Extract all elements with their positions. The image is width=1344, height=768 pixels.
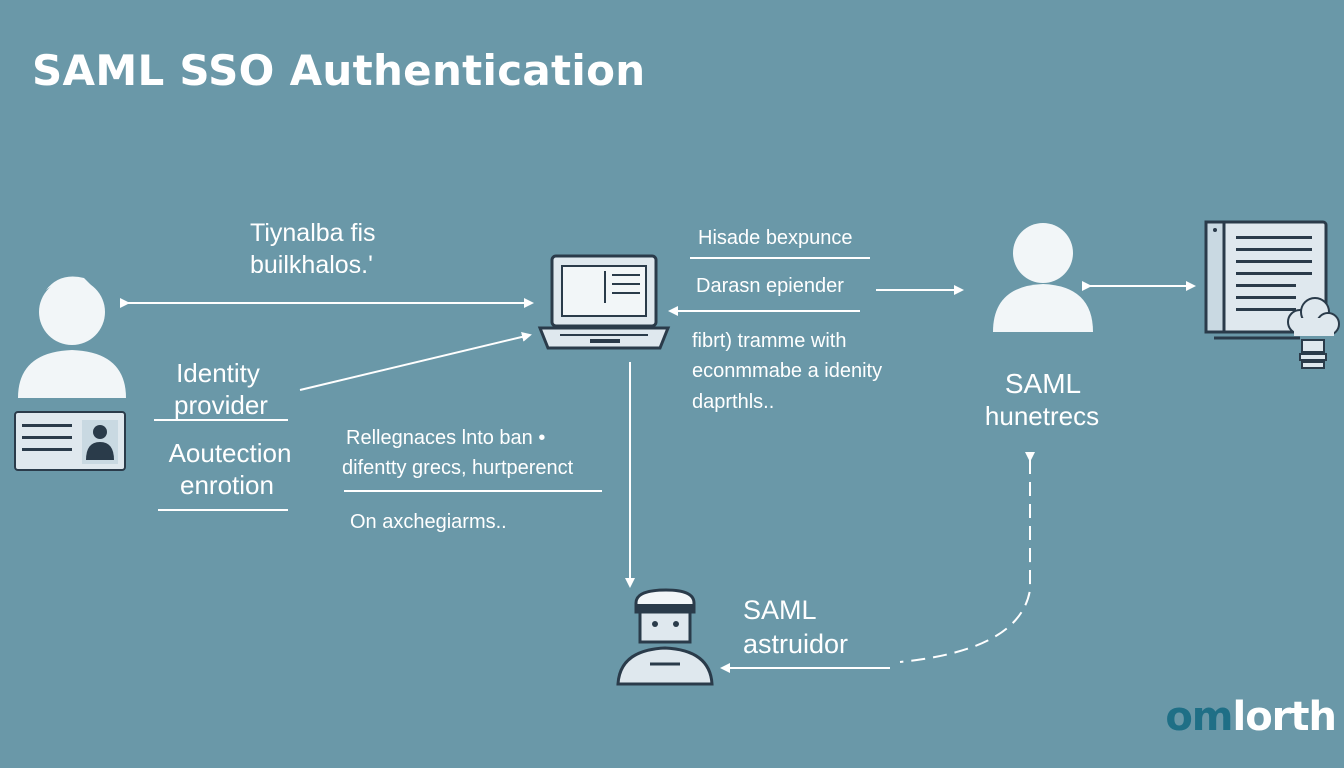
middle-note-line2: difentty grecs, hurtperenct	[342, 457, 574, 479]
saml-sp-line1: SAML	[1004, 368, 1082, 399]
top-note-line1: Tiynalba fis	[250, 219, 376, 247]
auth-line1: Aoutection	[168, 438, 292, 468]
saml-bottom-line2: astruidor	[743, 629, 849, 659]
cloud-lightbulb-icon	[1287, 297, 1340, 369]
identity-provider-line1: Identity	[176, 358, 260, 388]
document-window-icon	[1204, 220, 1328, 340]
auth-line2: enrotion	[180, 470, 274, 500]
laptop-icon	[537, 254, 671, 350]
logo-part2: m	[1191, 694, 1234, 740]
right-paragraph-line3: daprthls..	[692, 391, 775, 413]
right-paragraph-line2: econmmabe a idenity	[692, 360, 883, 382]
label-underlines	[154, 257, 870, 511]
page-title: SAML SSO Authentication	[32, 46, 646, 95]
middle-note-line1: Rellegnaces lnto ban •	[346, 427, 546, 449]
logo-part1: o	[1165, 694, 1193, 740]
right-heading-2: Darasn epiender	[696, 275, 844, 297]
connector-arrows	[120, 281, 1196, 673]
saml-sp-line2: hunetrecs	[984, 401, 1100, 431]
user-icon-left	[18, 276, 126, 398]
user-icon-right	[993, 223, 1093, 332]
right-paragraph-line1: fibrt) tramme with	[692, 330, 847, 352]
saml-bottom-line1: SAML	[743, 595, 817, 625]
logo-part3: lorth	[1232, 694, 1337, 740]
middle-note-line3: On axchegiarms..	[350, 511, 507, 533]
brand-logo: omlorth	[1165, 694, 1337, 740]
top-note-line2: builkhalos.'	[250, 251, 373, 279]
right-heading-1: Hisade bexpunce	[698, 227, 853, 249]
engineer-icon	[616, 588, 714, 686]
id-card-icon	[14, 411, 126, 471]
identity-provider-line2: provider	[174, 390, 268, 420]
